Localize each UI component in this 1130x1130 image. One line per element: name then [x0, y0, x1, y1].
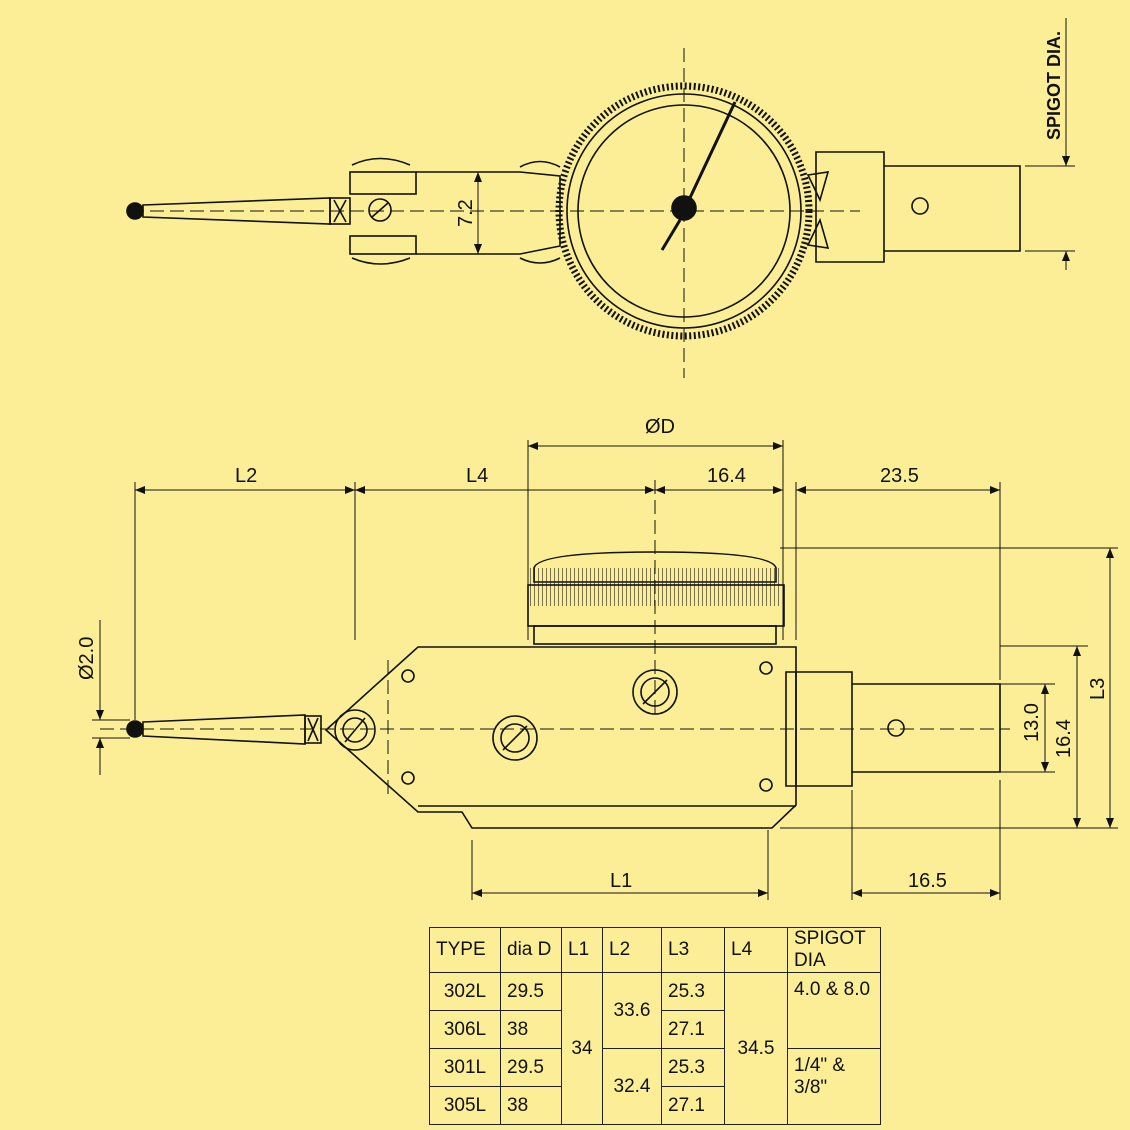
side-dial: [527, 551, 785, 645]
top-arm: [349, 157, 561, 265]
table-header-row: TYPE dia D L1 L2 L3 L4 SPIGOT DIA: [429, 927, 881, 973]
top-view: [126, 18, 1075, 378]
dim-23-5-label: 23.5: [880, 465, 919, 487]
dia-2-0-label: Ø2.0: [76, 637, 98, 680]
table-row: 301L 29.5 32.4 25.3 1/4" & 3/8": [429, 1048, 881, 1125]
side-body: [324, 646, 797, 829]
dim-13-0-label: 13.0: [1021, 703, 1043, 742]
dia-cell: 38: [500, 1086, 562, 1125]
table-row: 306L 38 27.1: [429, 1010, 881, 1049]
header-l1: L1: [561, 927, 603, 973]
side-view: [92, 440, 1118, 900]
side-centerlines: [100, 480, 1010, 800]
dia-d-label: ØD: [645, 416, 675, 438]
top-spigot: [806, 151, 1021, 263]
spigot-cell: 1/4" & 3/8": [787, 1048, 881, 1125]
dim-16-5-label: 16.5: [908, 870, 947, 892]
side-dimensions: [92, 440, 1118, 900]
l3-label: L3: [1087, 678, 1109, 700]
dia-cell: 29.5: [500, 1048, 562, 1087]
header-l4: L4: [724, 927, 788, 973]
dia-cell: 38: [500, 1010, 562, 1049]
type-cell: 301L: [429, 1048, 501, 1087]
dim-7-2-label: 7.2: [455, 199, 477, 227]
spigot-cell: 4.0 & 8.0: [787, 972, 881, 1049]
l3-cell: 27.1: [661, 1086, 725, 1125]
l3-cell: 27.1: [661, 1010, 725, 1049]
table-row: 302L 29.5 34 33.6 25.3 34.5 4.0 & 8.0: [429, 972, 881, 1125]
l1-label: L1: [610, 870, 632, 892]
l3-cell: 25.3: [661, 1048, 725, 1087]
dim-16-4-top-label: 16.4: [707, 465, 746, 487]
l4-cell: 34.5: [724, 972, 788, 1125]
l2-cell: 32.4: [602, 1048, 662, 1125]
type-cell: 302L: [429, 972, 501, 1011]
header-spigot-dia: SPIGOT DIA: [787, 927, 881, 973]
top-dial: [150, 48, 860, 378]
spigot-dia-label: SPIGOT DIA.: [1044, 31, 1064, 140]
type-cell: 306L: [429, 1010, 501, 1049]
spec-table: TYPE dia D L1 L2 L3 L4 SPIGOT DIA 302L 2…: [429, 927, 881, 1125]
l3-cell: 25.3: [661, 972, 725, 1011]
header-l3: L3: [661, 927, 725, 973]
header-l2: L2: [602, 927, 662, 973]
dim-16-4-side-label: 16.4: [1053, 719, 1075, 758]
l2-label: L2: [235, 465, 257, 487]
table-row: 305L 38 27.1: [429, 1086, 881, 1125]
l2-cell: 33.6: [602, 972, 662, 1049]
header-type: TYPE: [429, 927, 501, 973]
header-dia-d: dia D: [500, 927, 562, 973]
l1-cell: 34: [561, 972, 603, 1125]
type-cell: 305L: [429, 1086, 501, 1125]
top-dimensions: [474, 18, 1075, 270]
l4-label: L4: [466, 465, 488, 487]
dia-cell: 29.5: [500, 972, 562, 1011]
